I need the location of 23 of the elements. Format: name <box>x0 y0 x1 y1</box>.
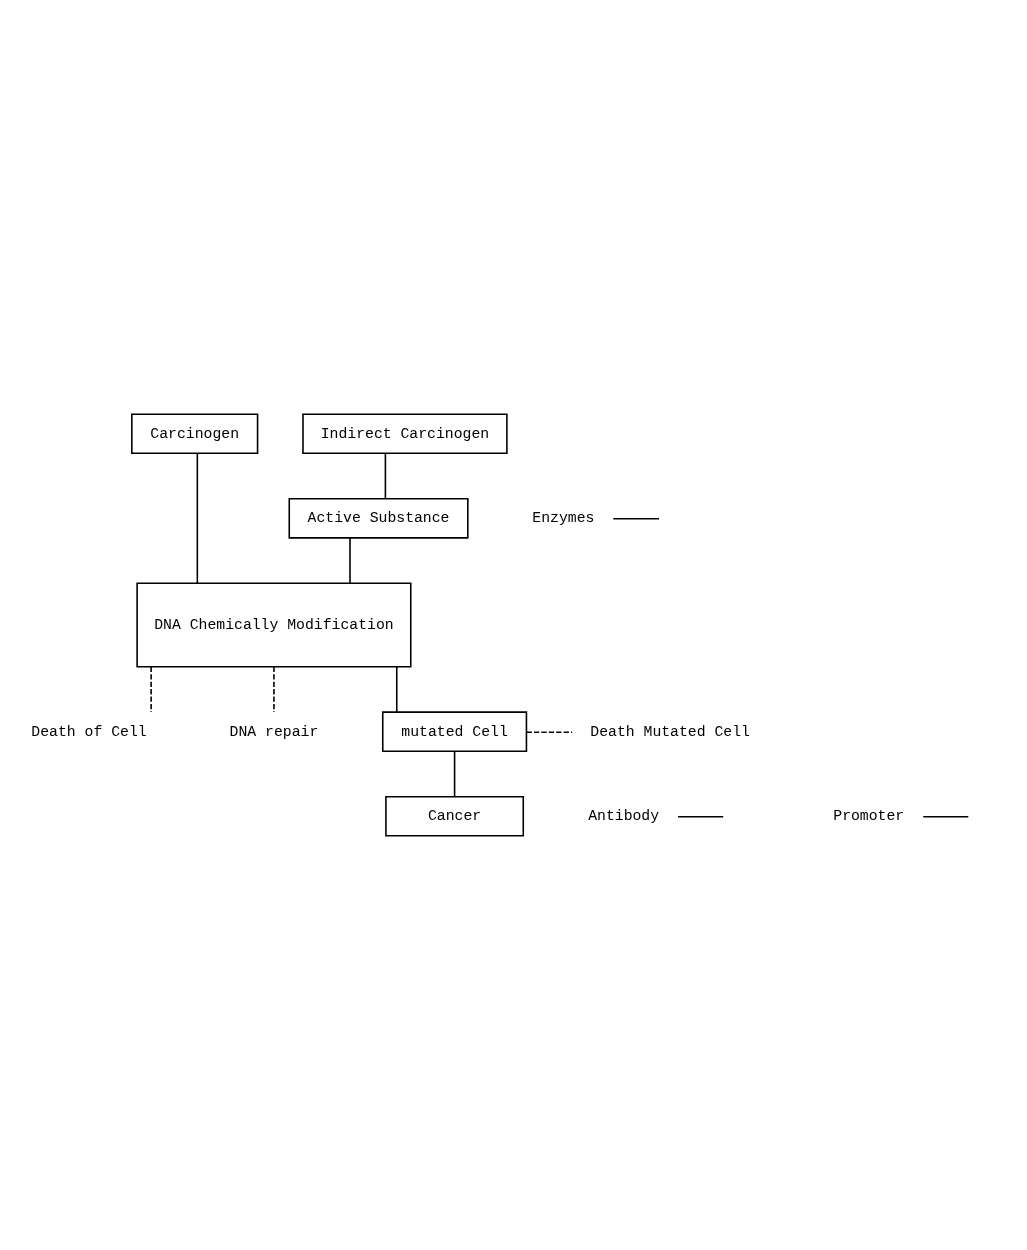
node-box: Carcinogen <box>131 413 259 455</box>
connector <box>273 666 275 713</box>
connector <box>453 750 456 798</box>
node-text: Enzymes <box>532 510 595 527</box>
node-text: Death of Cell <box>31 723 147 740</box>
connector <box>922 815 970 818</box>
connector <box>150 666 152 713</box>
connector <box>525 731 573 734</box>
connector <box>349 537 351 584</box>
connector <box>384 452 387 500</box>
connector <box>395 666 398 713</box>
node-box: DNA Chemically Modification <box>136 582 412 668</box>
node-box: mutated Cell <box>381 711 528 753</box>
connector <box>196 452 199 585</box>
node-text: DNA repair <box>229 723 319 740</box>
node-box: Indirect Carcinogen <box>302 413 508 455</box>
node-text: Promoter <box>833 808 905 825</box>
node-box: Active Substance <box>288 497 469 539</box>
connector <box>612 518 660 520</box>
node-text: Death Mutated Cell <box>590 723 750 740</box>
node-text: Antibody <box>588 808 660 825</box>
connector <box>677 815 724 818</box>
node-box: Cancer <box>385 795 525 837</box>
